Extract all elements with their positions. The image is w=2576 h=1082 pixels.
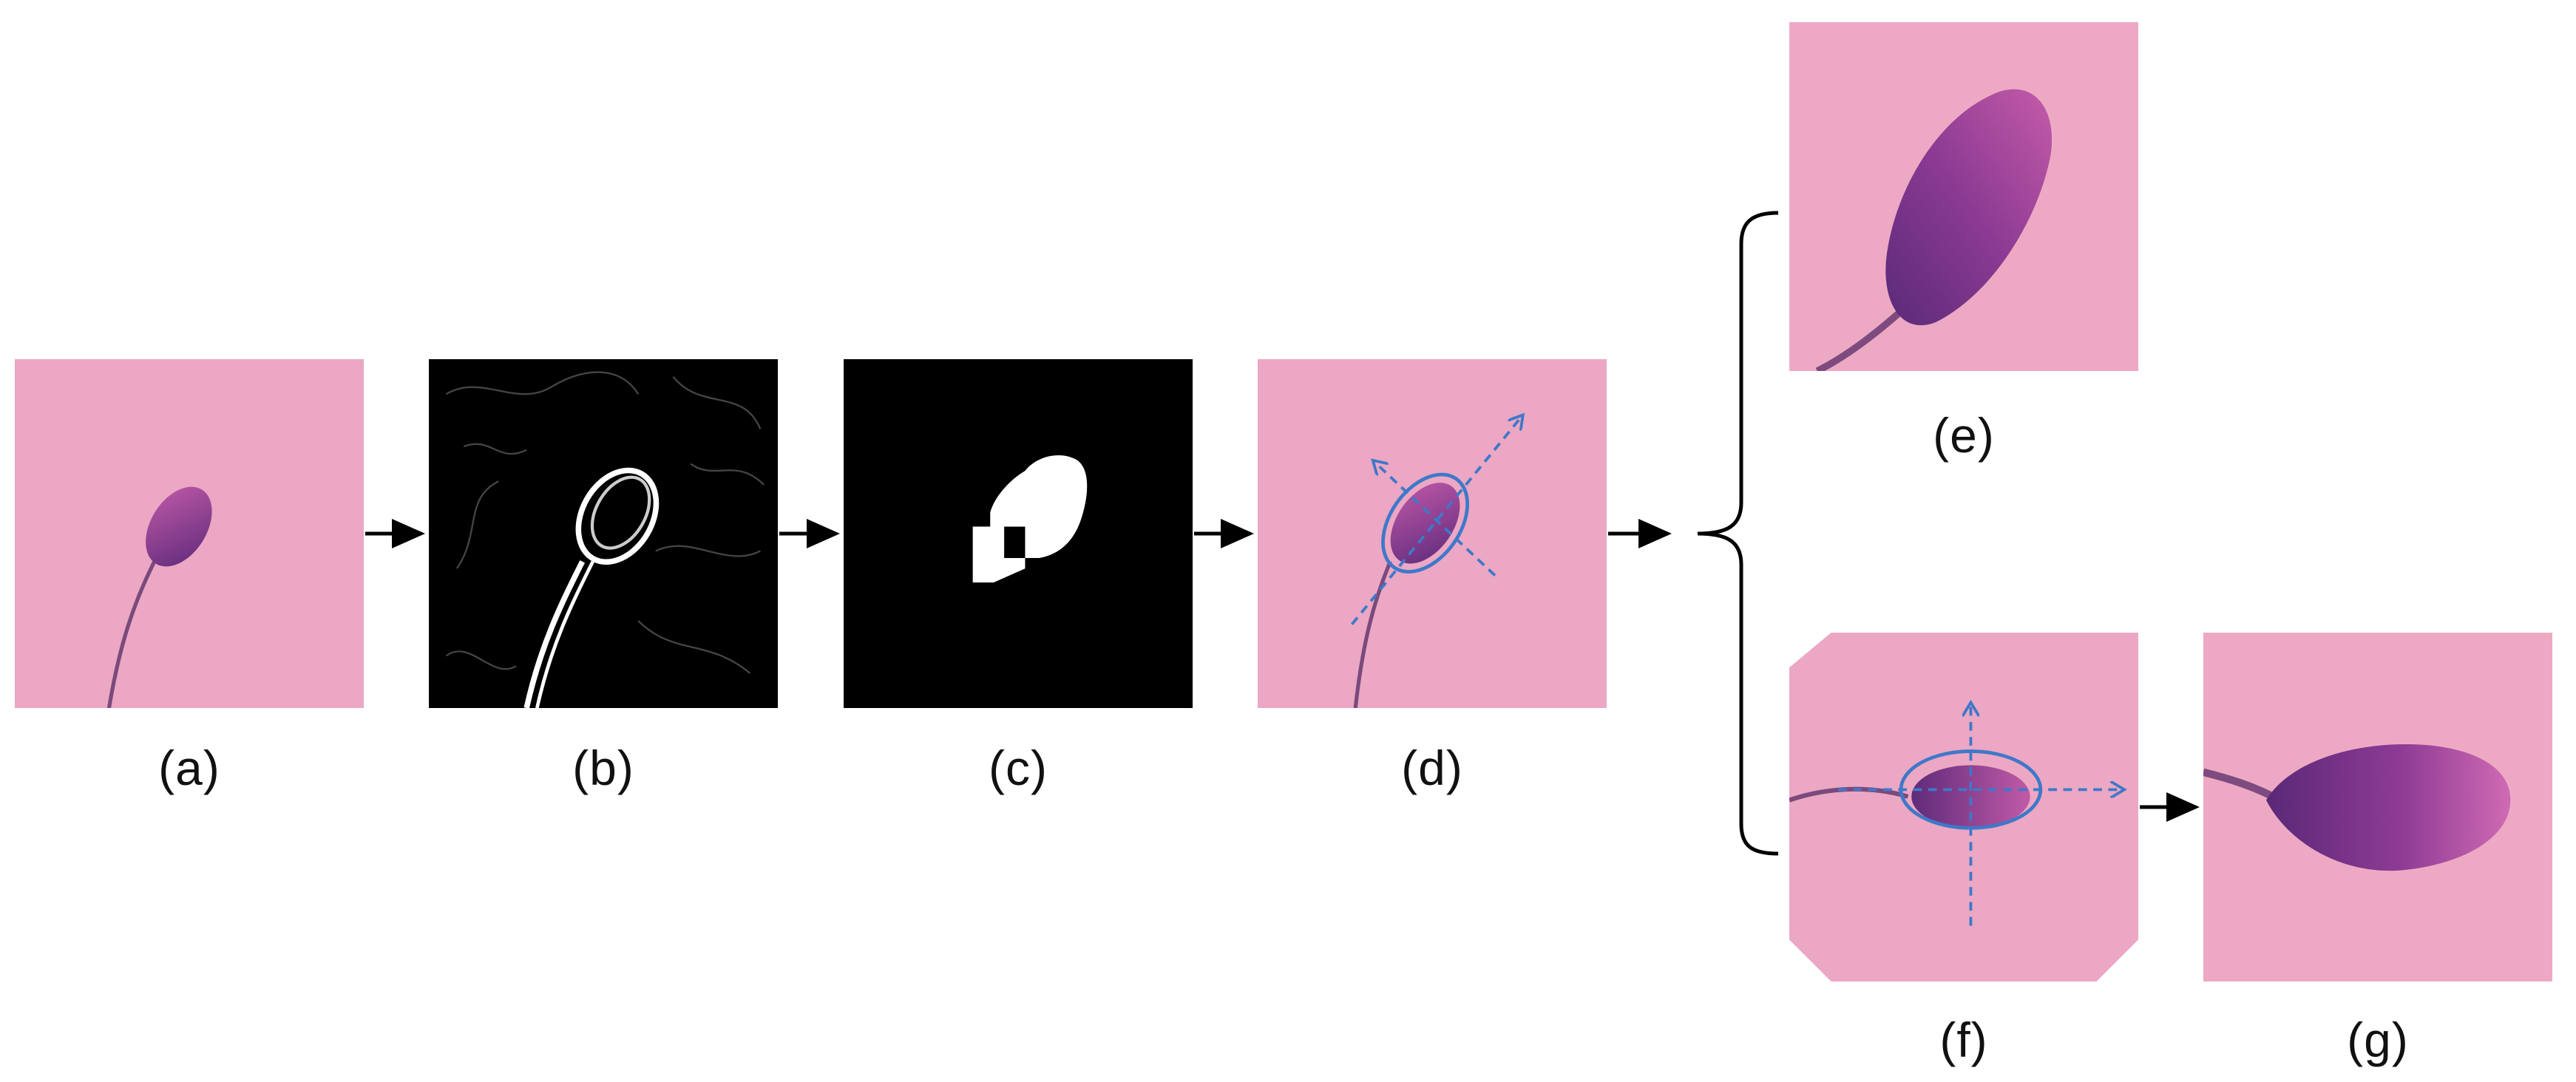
- panel-a-original-image: [15, 359, 364, 708]
- panel-f-rotated-image: [1789, 633, 2138, 981]
- caption-e: (e): [1933, 408, 1995, 463]
- caption-g: (g): [2347, 1013, 2409, 1067]
- caption-f: (f): [1939, 1013, 1988, 1067]
- panel-d-ellipse-fit: [1258, 359, 1607, 708]
- caption-a: (a): [158, 741, 220, 795]
- caption-b: (b): [572, 741, 634, 795]
- caption-d: (d): [1401, 741, 1463, 795]
- panel-g-final-head: [2203, 633, 2552, 981]
- panel-b-edge-map: [429, 359, 778, 708]
- caption-c: (c): [989, 741, 1048, 795]
- panel-e-cropped-head: [1789, 22, 2138, 371]
- curly-brace: [1697, 211, 1779, 856]
- panel-c-binary-mask: [844, 359, 1193, 708]
